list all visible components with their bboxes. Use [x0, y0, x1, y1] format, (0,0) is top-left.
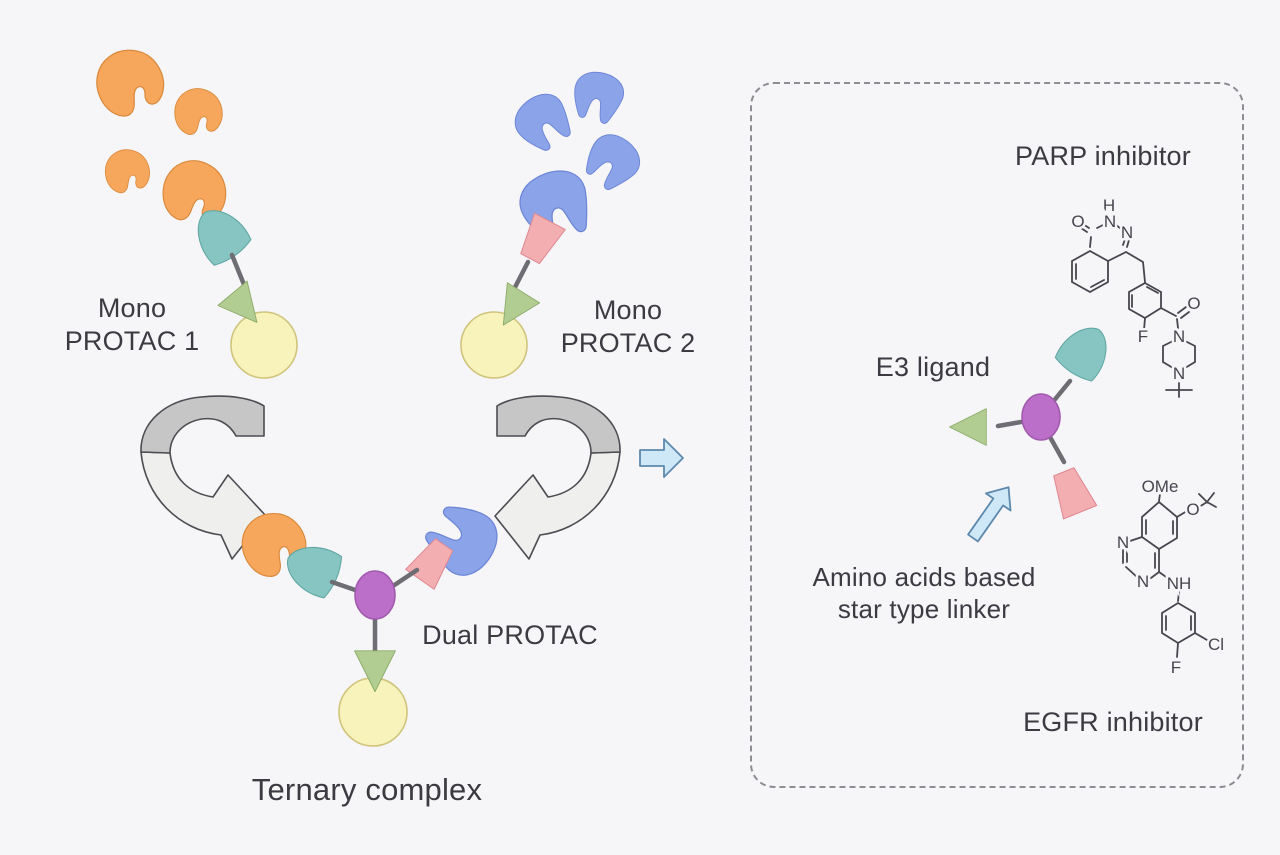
- dual-protac-text: Dual PROTAC: [422, 620, 598, 650]
- right-curved-arrow: [494, 395, 621, 560]
- yellow-ligase-circle: [230, 311, 298, 379]
- purple-linker-core: [354, 570, 396, 620]
- atom-label: N: [1173, 364, 1185, 383]
- blue-protein-blob: [506, 85, 580, 159]
- egfr-inhibitor-label: EGFR inhibitor: [1013, 706, 1213, 739]
- parp-bonds: [1071, 223, 1196, 398]
- atom-label: H: [1103, 196, 1115, 215]
- linker-line1: Amino acids based: [812, 562, 1036, 592]
- egfr-bonds: [1122, 492, 1217, 658]
- yellow-ligase-circle: [460, 311, 528, 379]
- pink-warhead-trapezoid: [1046, 464, 1098, 520]
- atom-label: F: [1171, 658, 1181, 677]
- egfr-inhibitor-structure: OMe O N N NH Cl F: [1114, 475, 1226, 680]
- mono-protac-2-group: [460, 66, 649, 379]
- blue-protein-blob: [576, 125, 649, 198]
- teal-warhead-dome: [1051, 316, 1119, 386]
- ternary-complex-group: [232, 493, 509, 747]
- green-e3-ligand-triangle: [949, 408, 987, 446]
- orange-protein-blob: [103, 147, 152, 195]
- egfr-inhibitor-text: EGFR inhibitor: [1023, 707, 1203, 737]
- purple-linker-core: [1021, 393, 1061, 441]
- atom-label: F: [1138, 327, 1148, 346]
- mono-protac-1-line1: Mono: [97, 293, 167, 323]
- linker-line: [1047, 434, 1067, 465]
- mono-protac-2-line2: PROTAC 2: [560, 328, 696, 358]
- parp-inhibitor-text: PARP inhibitor: [1015, 141, 1191, 171]
- star-linker-group: [949, 316, 1119, 548]
- atom-label: N: [1173, 327, 1185, 346]
- ternary-complex-label: Ternary complex: [217, 772, 517, 808]
- atom-label: OMe: [1142, 477, 1179, 496]
- dual-protac-label: Dual PROTAC: [415, 619, 605, 652]
- linker-line: [387, 567, 420, 591]
- mono-protac-1-line2: PROTAC 1: [64, 326, 200, 356]
- pink-warhead-trapezoid: [514, 212, 566, 268]
- mono-protac-2-label: Mono PROTAC 2: [528, 294, 728, 360]
- linker-line: [1049, 378, 1073, 406]
- atom-label: N: [1117, 533, 1129, 552]
- mono-protac-1-label: Mono PROTAC 1: [32, 292, 232, 358]
- linker-pointer-arrow-icon: [959, 477, 1022, 548]
- parp-inhibitor-label: PARP inhibitor: [1003, 140, 1203, 173]
- atom-label: Cl: [1208, 635, 1224, 654]
- linker-label: Amino acids based star type linker: [793, 561, 1055, 625]
- orange-protein-blob: [88, 41, 171, 122]
- e3-ligand-label: E3 ligand: [833, 351, 1033, 384]
- mono-protac-1-group: [88, 41, 298, 379]
- atom-label: N: [1137, 572, 1149, 591]
- ternary-complex-text: Ternary complex: [251, 772, 483, 807]
- atom-label: NH: [1167, 574, 1192, 593]
- atom-label: O: [1187, 294, 1200, 313]
- atom-label: N: [1121, 223, 1133, 242]
- blue-protein-blob: [567, 66, 629, 127]
- linker-line2: star type linker: [837, 594, 1011, 624]
- atom-label: N: [1104, 212, 1116, 231]
- inhibitor-detail-box: [750, 82, 1244, 788]
- e3-ligand-text: E3 ligand: [875, 352, 991, 382]
- parp-inhibitor-structure: O H N N F O N N: [1069, 194, 1203, 398]
- atom-label: O: [1071, 212, 1084, 231]
- mono-protac-2-line1: Mono: [593, 295, 663, 325]
- right-block-arrow-icon: [639, 438, 684, 478]
- atom-label: O: [1186, 500, 1199, 519]
- linker-line: [995, 419, 1024, 429]
- orange-protein-blob: [174, 88, 223, 135]
